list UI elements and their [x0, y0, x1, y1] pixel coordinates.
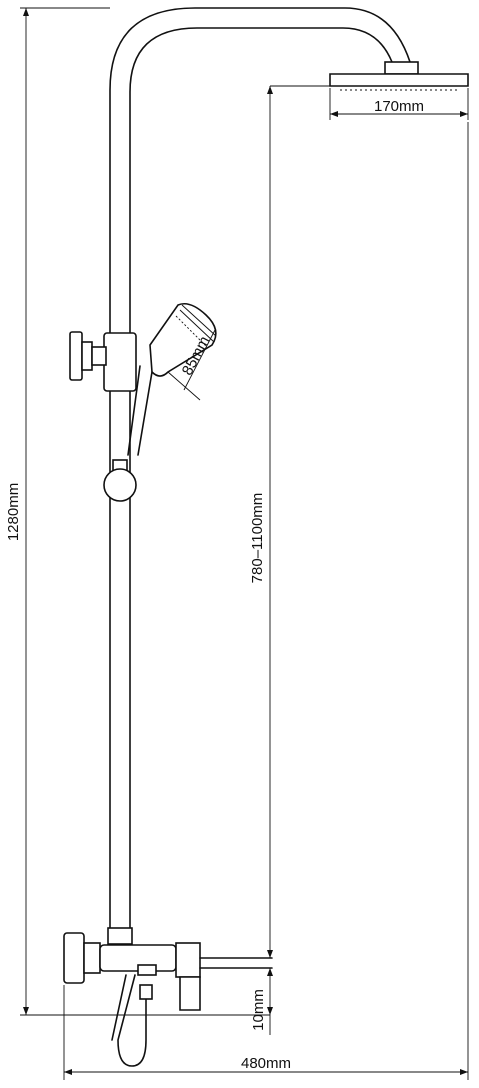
dim-spout-offset: [267, 968, 273, 1035]
mixer-valve: [63, 927, 273, 1067]
slider-ball: [103, 459, 137, 502]
overhead-showerhead: [329, 61, 469, 91]
label-total-width: 480mm: [241, 1055, 291, 1072]
hand-shower: [127, 302, 217, 456]
dim-total-height: [20, 7, 270, 1016]
riser-pipe: [109, 7, 411, 936]
dim-total-width: [63, 122, 469, 1080]
label-spout-offset: 10mm: [250, 989, 267, 1031]
label-total-height: 1280mm: [5, 483, 22, 541]
label-showerhead-width: 170mm: [374, 98, 424, 115]
hand-shower-holder: [69, 331, 137, 392]
dim-handshower-diameter: [167, 304, 217, 401]
dim-adjustable-height: [267, 85, 330, 958]
dim-showerhead-width: [329, 88, 469, 120]
label-adjustable-height: 780–1100mm: [249, 493, 266, 584]
